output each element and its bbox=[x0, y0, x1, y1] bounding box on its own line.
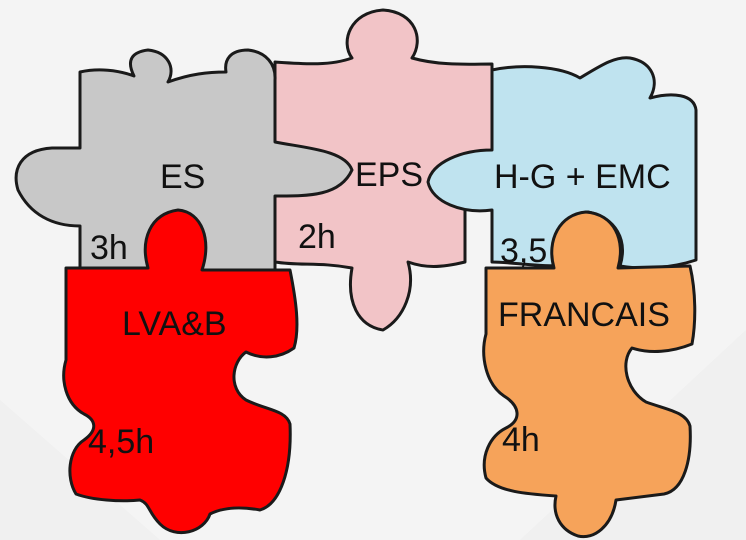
puzzle-piece-lva bbox=[62, 208, 299, 535]
lva-hours-label: 4,5h bbox=[88, 423, 154, 461]
eps-subject-label: EPS bbox=[355, 156, 423, 194]
hg-hours-label: 3,5 bbox=[500, 232, 547, 270]
fr-hours-label: 4h bbox=[502, 421, 540, 459]
es-subject-label: ES bbox=[160, 158, 205, 196]
puzzle-piece-hg bbox=[426, 56, 698, 270]
puzzle-piece-fr bbox=[482, 210, 697, 539]
eps-hours-label: 2h bbox=[298, 218, 336, 256]
hg-subject-label: H-G + EMC bbox=[494, 158, 671, 196]
puzzle-piece-es bbox=[14, 48, 354, 272]
lva-subject-label: LVA&B bbox=[122, 305, 227, 343]
es-hours-label: 3h bbox=[90, 229, 128, 267]
fr-subject-label: FRANCAIS bbox=[498, 296, 670, 334]
